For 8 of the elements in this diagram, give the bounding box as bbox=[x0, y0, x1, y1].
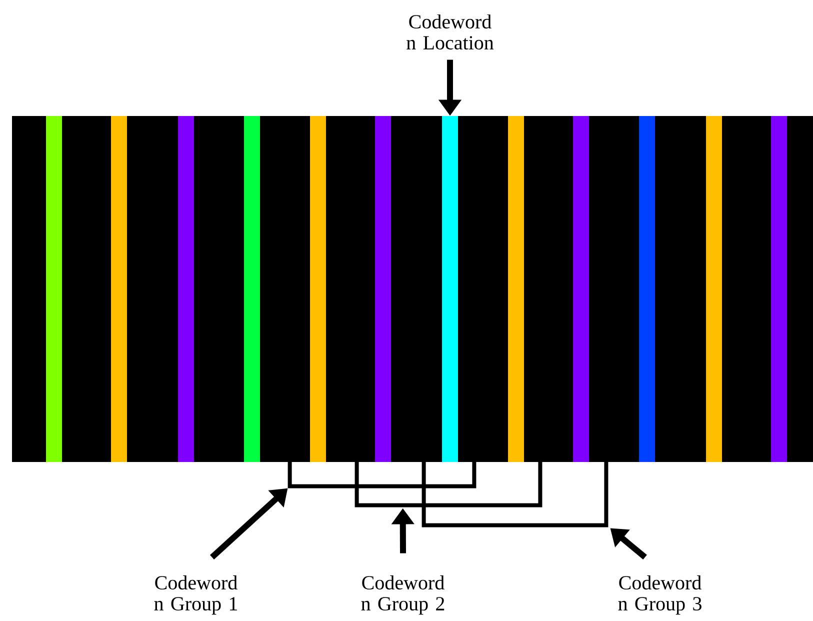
label-text: Codeword n Location bbox=[406, 14, 494, 50]
highlighted-stripe bbox=[442, 116, 458, 462]
label-text: Codeword n Group 1 bbox=[154, 575, 238, 615]
bracket bbox=[422, 460, 608, 528]
bracket bbox=[288, 460, 476, 488]
label-text: Codeword n Group 2 bbox=[361, 575, 444, 615]
bracket bbox=[354, 460, 542, 508]
label-text: Codeword n Group 3 bbox=[618, 575, 702, 615]
